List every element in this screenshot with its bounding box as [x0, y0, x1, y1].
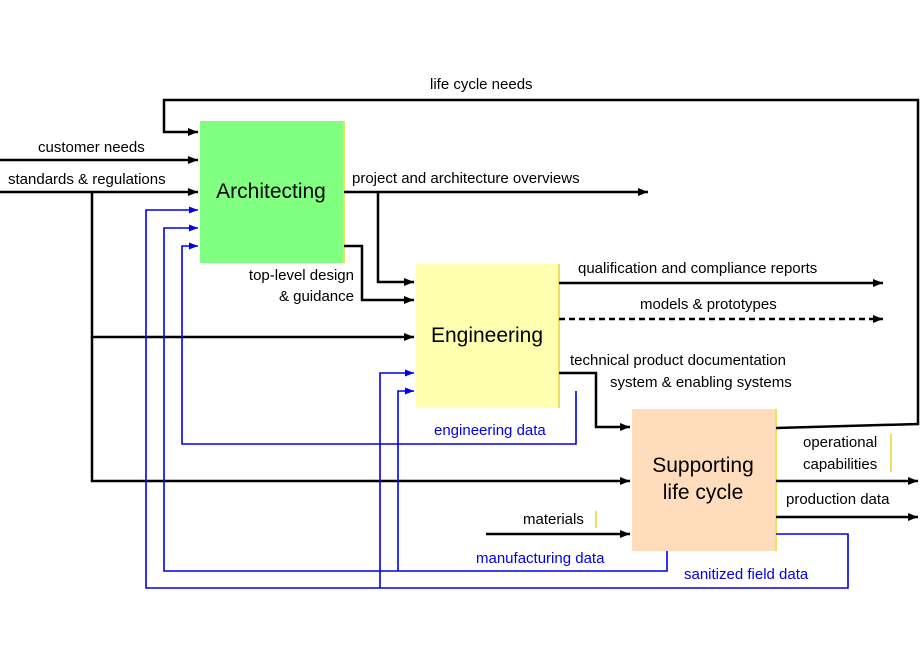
overviews-to-engineering-arrow [376, 192, 414, 286]
supporting-life-cycle-node[interactable]: Supporting life cycle [632, 409, 777, 551]
sanitized-field-data-to-engineering-arrow [379, 369, 414, 588]
architecting-box [200, 121, 343, 263]
top-level-design-arrow [344, 244, 414, 304]
top-level-design-label-line2: & guidance [279, 288, 354, 305]
supporting-title-line2: life cycle [663, 481, 744, 504]
architecting-title: Architecting [216, 180, 326, 203]
supporting-title-line1: Supporting [652, 454, 754, 477]
engineering-data-arrow [181, 242, 577, 445]
materials-label: materials [523, 511, 584, 528]
production-data-label: production data [786, 491, 890, 508]
operational-capabilities-label-line1: operational [803, 434, 877, 451]
manufacturing-data-to-engineering-arrow [397, 387, 414, 571]
architecting-node[interactable]: Architecting [200, 121, 345, 263]
manufacturing-data-arrow [163, 224, 668, 572]
life-cycle-needs-arrow [162, 98, 920, 430]
supporting-life-cycle-box [632, 409, 775, 551]
standards-to-supporting-arrow [90, 337, 630, 485]
life-cycle-needs-label: life cycle needs [430, 76, 533, 93]
manufacturing-data-label: manufacturing data [476, 550, 605, 567]
customer-needs-label: customer needs [38, 139, 145, 156]
sanitized-field-data-arrow [145, 206, 849, 589]
technical-documentation-label-line1: technical product documentation [570, 352, 786, 369]
engineering-box [416, 264, 558, 408]
engineering-title: Engineering [431, 324, 543, 347]
qualification-reports-label: qualification and compliance reports [578, 260, 817, 277]
operational-capabilities-label-line2: capabilities [803, 456, 877, 473]
project-overviews-label: project and architecture overviews [352, 170, 580, 187]
top-level-design-label-line1: top-level design [249, 267, 354, 284]
technical-documentation-label-line2: system & enabling systems [610, 374, 792, 391]
standards-regulations-label: standards & regulations [8, 171, 166, 188]
technical-documentation-arrow [559, 371, 630, 431]
models-prototypes-label: models & prototypes [640, 296, 777, 313]
engineering-data-label: engineering data [434, 422, 546, 439]
engineering-node[interactable]: Engineering [416, 264, 560, 408]
sanitized-field-data-label: sanitized field data [684, 566, 809, 583]
